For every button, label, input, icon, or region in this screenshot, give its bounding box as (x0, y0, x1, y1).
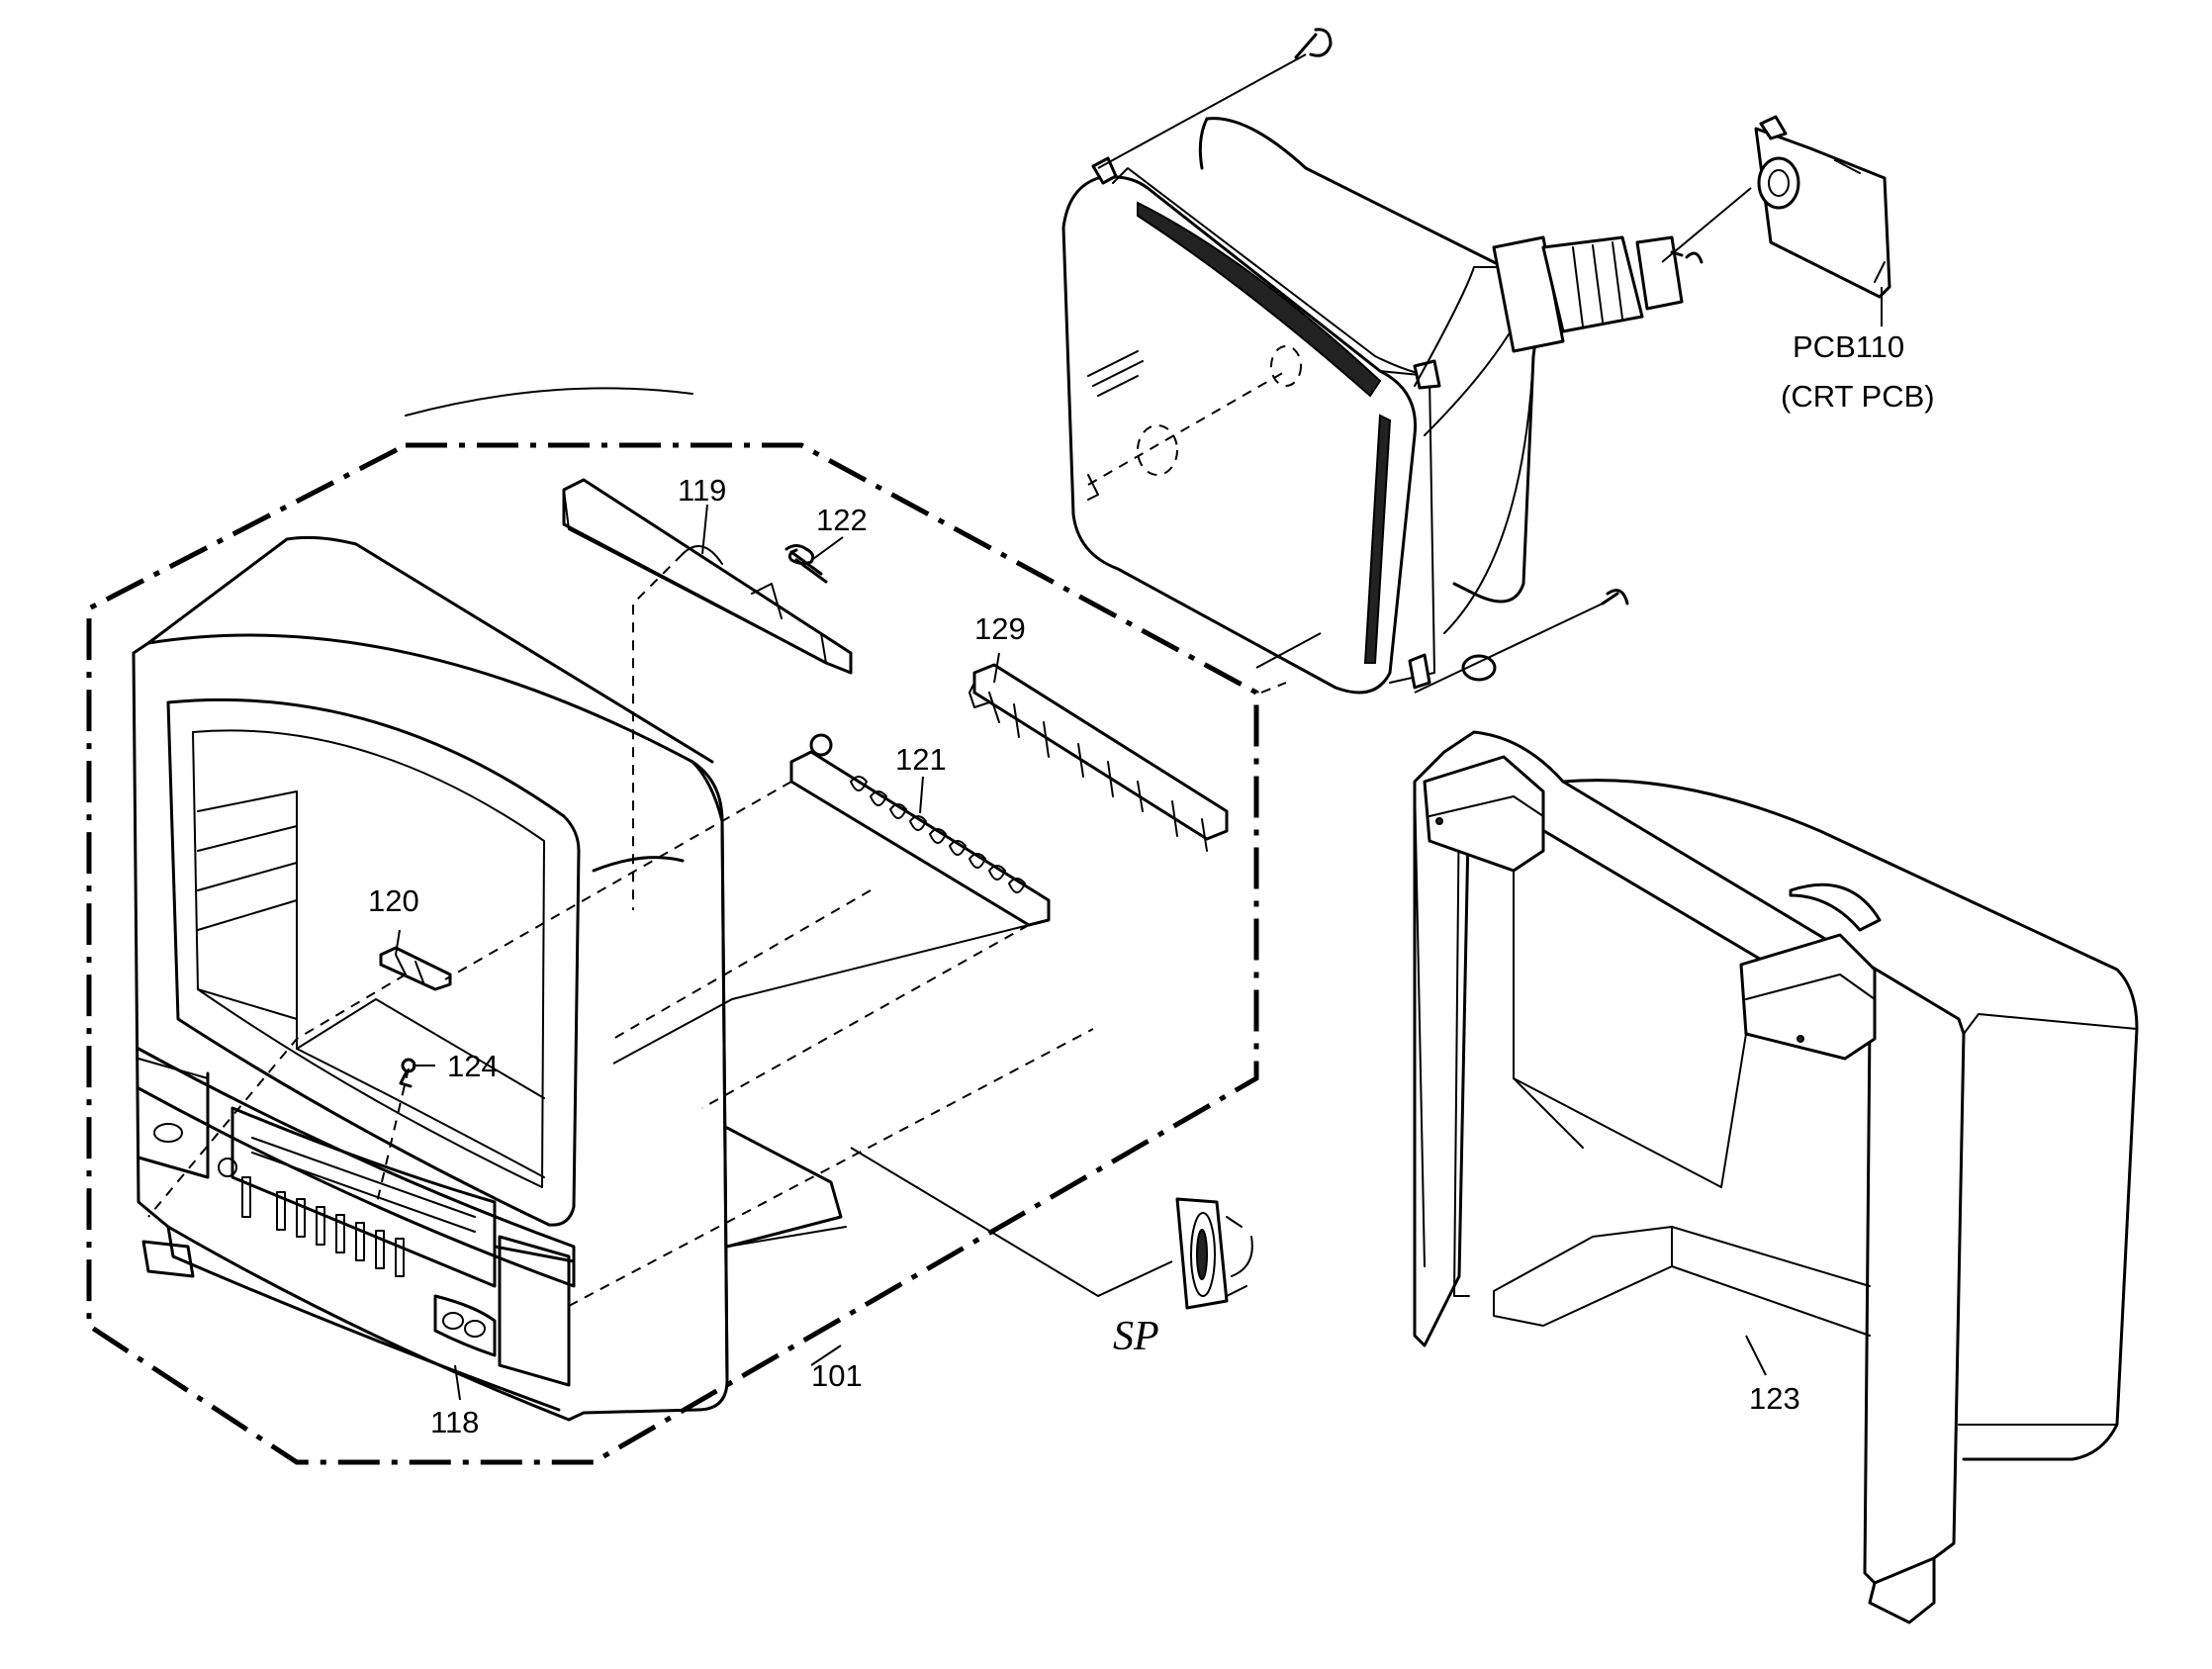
speaker-unit (1175, 1197, 1253, 1310)
label-123: 123 (1749, 1381, 1800, 1416)
assembly-guides (147, 553, 1287, 1307)
label-121: 121 (895, 742, 947, 777)
label-119: 119 (678, 473, 727, 508)
label-101: 101 (811, 1358, 863, 1393)
label-120: 120 (368, 883, 419, 918)
label-pcb110: PCB110 (1793, 329, 1905, 364)
part-122-spring (784, 544, 828, 584)
label-122: 122 (816, 503, 868, 537)
leader-lines (395, 53, 1883, 1401)
label-speaker: SP (1113, 1314, 1159, 1359)
part-119-bracket (562, 478, 853, 675)
pcb110-board (1754, 115, 1891, 299)
label-118: 118 (430, 1405, 480, 1439)
part-129-strip (968, 663, 1229, 852)
part-120-clip (379, 946, 452, 991)
crt-tube (1061, 117, 1684, 695)
label-124: 124 (447, 1049, 499, 1083)
label-pcb110-desc: (CRT PCB) (1781, 379, 1935, 414)
assembly-101-boundary (86, 442, 1259, 1465)
rear-cabinet (1413, 730, 2139, 1624)
label-129: 129 (974, 611, 1026, 646)
part-121-board (789, 733, 1051, 927)
front-cabinet (132, 387, 847, 1422)
